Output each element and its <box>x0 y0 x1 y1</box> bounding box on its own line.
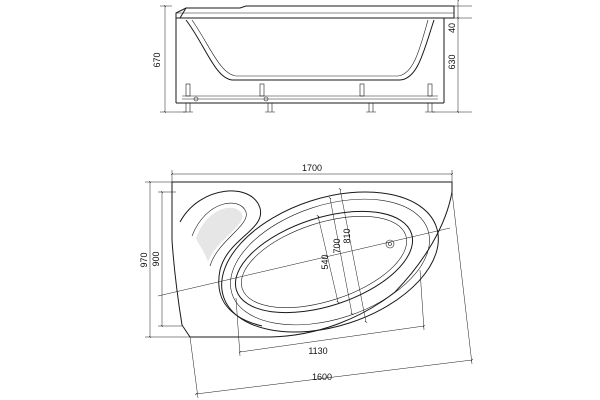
dim-label-540: 540 <box>320 254 330 269</box>
dim-depth-body: 900 <box>151 190 182 328</box>
support-feet <box>183 103 435 113</box>
dim-label-810: 810 <box>342 228 352 243</box>
dim-label-670: 670 <box>152 52 162 67</box>
dim-label-40: 40 <box>447 23 457 33</box>
dim-label-1700: 1700 <box>302 163 322 173</box>
dim-label-900: 900 <box>151 251 161 266</box>
dim-label-700: 700 <box>332 238 342 253</box>
basin-profile <box>185 19 435 81</box>
dim-label-1130: 1130 <box>308 346 327 356</box>
shelf-contour <box>179 190 263 327</box>
headrest-edge <box>179 7 187 19</box>
dim-height-right: 40 630 <box>432 0 472 114</box>
tub-rim <box>175 5 455 19</box>
plan-view: 1700 970 900 810 700 540 <box>139 163 474 399</box>
side-view: 670 40 630 <box>152 0 472 114</box>
basin-profile-inner <box>191 19 429 77</box>
outlet-mid <box>263 96 269 102</box>
dim-depth-total: 970 <box>139 180 190 339</box>
dim-length-total: 1700 <box>170 163 454 182</box>
dim-label-970: 970 <box>139 252 149 267</box>
deck-outline <box>171 181 453 338</box>
dim-height-total: 670 <box>152 4 186 114</box>
dim-widths: 810 700 540 <box>316 188 368 323</box>
centre-axis <box>157 227 451 297</box>
outlet-left <box>193 96 199 102</box>
drain-center <box>388 242 392 246</box>
dim-diagonal-length: 1600 <box>189 191 474 399</box>
dim-label-1600: 1600 <box>312 372 332 382</box>
overflow-drain <box>385 239 395 249</box>
dim-basin-length: 1130 <box>235 269 426 357</box>
dim-label-630: 630 <box>447 54 457 69</box>
support-posts <box>185 83 433 97</box>
shelf-contour-inner <box>191 202 247 267</box>
basin-rim-outer <box>221 191 439 333</box>
shelf-shading <box>196 207 243 262</box>
